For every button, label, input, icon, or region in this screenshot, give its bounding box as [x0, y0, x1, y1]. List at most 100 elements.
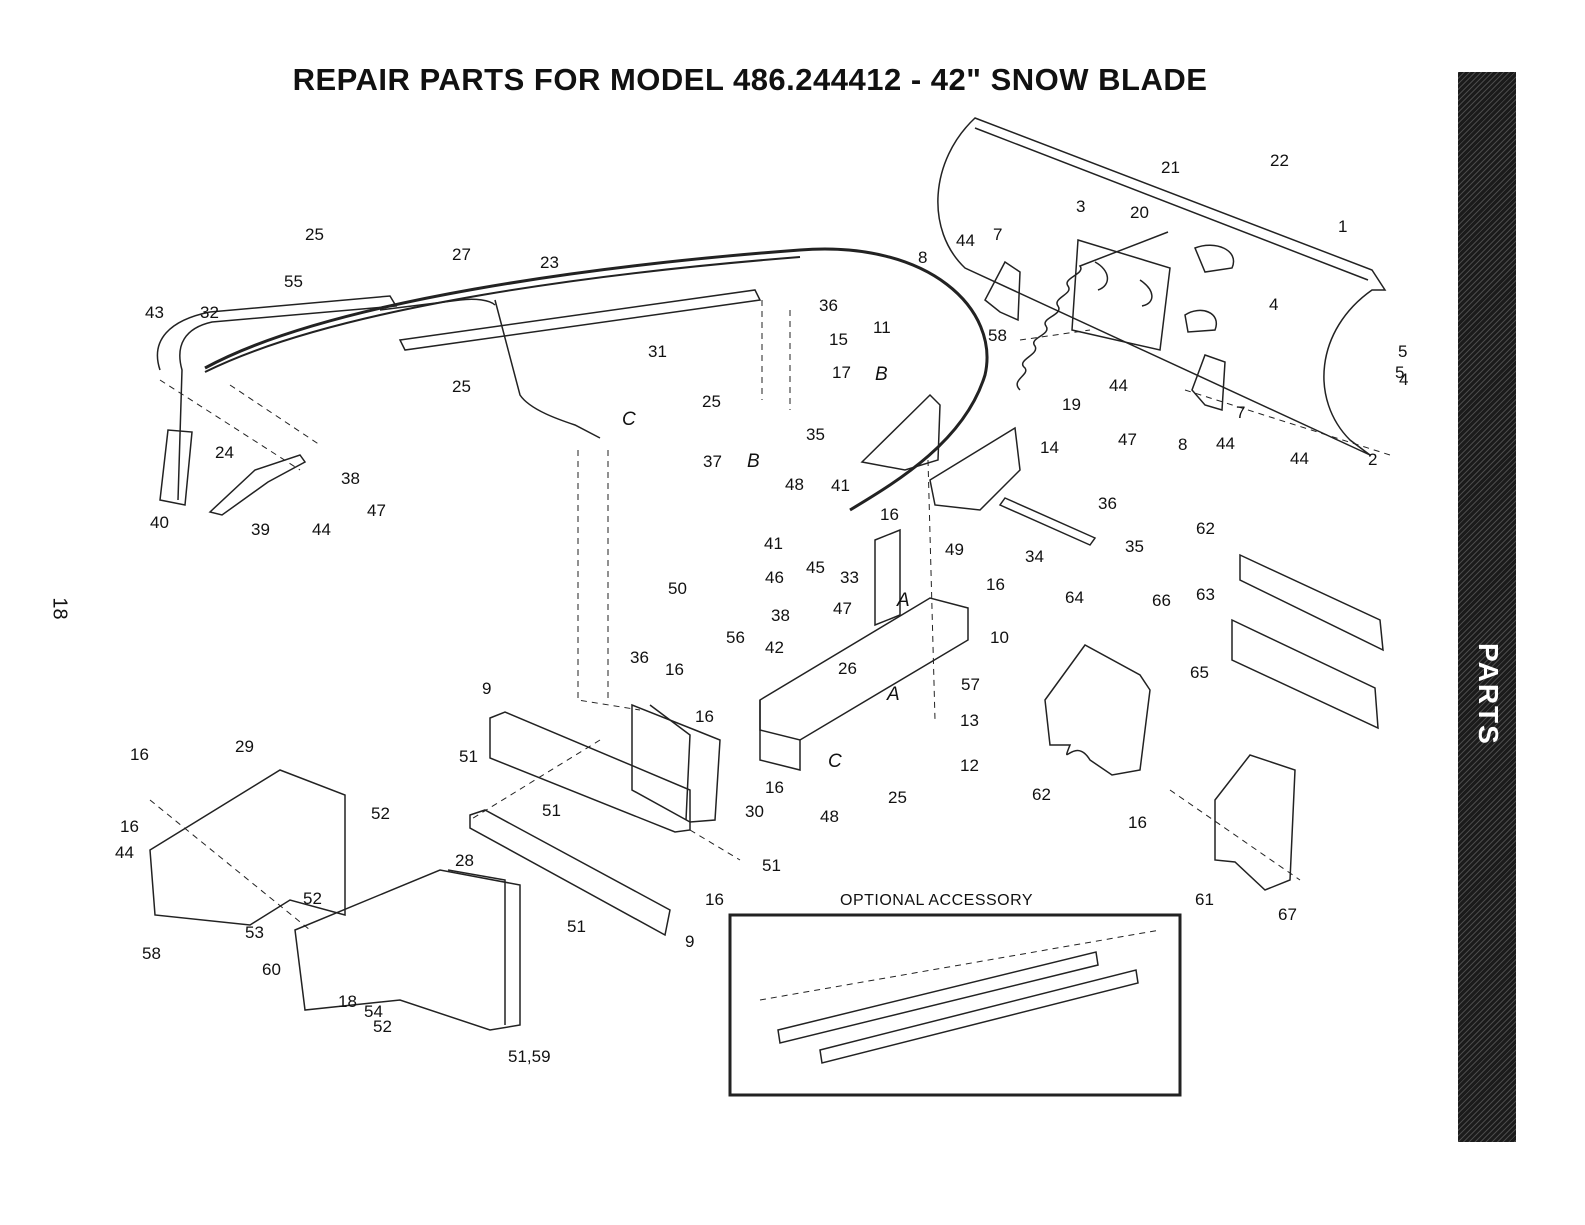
part-callout: 25 — [305, 225, 324, 244]
part-callout: 28 — [455, 851, 474, 870]
spring — [1016, 231, 1169, 391]
part-callout: 63 — [1196, 585, 1215, 604]
part-callout: 12 — [960, 756, 979, 775]
reference-letter: B — [875, 364, 888, 385]
reference-letter: C — [622, 409, 636, 430]
part-callout: 38 — [771, 606, 790, 625]
part-callout: 16 — [130, 745, 149, 764]
part-callout: 21 — [1161, 158, 1180, 177]
part-callout: 43 — [145, 303, 164, 322]
part-callout: 16 — [765, 778, 784, 797]
part-callout: 60 — [262, 960, 281, 979]
part-callout: 58 — [142, 944, 161, 963]
part-callout: 27 — [452, 245, 471, 264]
optional-accessory-title: OPTIONAL ACCESSORY — [840, 892, 1034, 909]
part-callout: 39 — [251, 520, 270, 539]
part-callout: 16 — [665, 660, 684, 679]
part-callout: 35 — [806, 425, 825, 444]
part-callout: 49 — [945, 540, 964, 559]
part-callout: 3 — [1076, 197, 1085, 216]
part-callout: 25 — [702, 392, 721, 411]
part-callout: 50 — [668, 579, 687, 598]
part-callout: 35 — [1125, 537, 1144, 556]
part-callout: 45 — [806, 558, 825, 577]
reference-letter: C — [828, 751, 842, 772]
part-callout: 61 — [1195, 890, 1214, 909]
part-callout: 4 — [1269, 295, 1278, 314]
reference-letter: B — [747, 451, 760, 472]
part-callout: 44 — [1290, 449, 1309, 468]
part-callout: 24 — [215, 443, 234, 462]
part-callout: 16 — [880, 505, 899, 524]
part-callout: 7 — [1236, 403, 1245, 422]
reference-lines — [149, 300, 1391, 1001]
part-callout: 52 — [373, 1017, 392, 1036]
part-callout: 36 — [819, 296, 838, 315]
reference-letter: A — [886, 684, 900, 705]
control-cable — [204, 247, 989, 512]
part-callout: 8 — [1178, 435, 1187, 454]
part-callout: 25 — [888, 788, 907, 807]
part-callout: 40 — [150, 513, 169, 532]
part-callout: 10 — [990, 628, 1009, 647]
part-callout: 51 — [542, 801, 561, 820]
part-callout: 41 — [831, 476, 850, 495]
part-callout: 7 — [993, 225, 1002, 244]
part-callout: 47 — [367, 501, 386, 520]
part-callout: 54 — [364, 1002, 383, 1021]
part-callout: 29 — [235, 737, 254, 756]
part-callout: 34 — [1025, 547, 1044, 566]
part-callout: 38 — [341, 469, 360, 488]
part-callout: 47 — [1118, 430, 1137, 449]
part-callout: 51,59 — [508, 1047, 551, 1066]
reference-letter: A — [896, 590, 910, 611]
part-callout: 62 — [1032, 785, 1051, 804]
part-callout: 16 — [695, 707, 714, 726]
crossbar-upper — [489, 711, 691, 833]
part-callout: 9 — [482, 679, 491, 698]
part-callout: 56 — [726, 628, 745, 647]
part-callout: 51 — [762, 856, 781, 875]
part-callout: 19 — [1062, 395, 1081, 414]
main-frame — [759, 597, 969, 741]
part-callout: 11 — [873, 318, 891, 337]
part-callout: 31 — [648, 342, 667, 361]
part-callout: 17 — [832, 363, 851, 382]
part-outlines — [149, 117, 1387, 1097]
part-callout: 2 — [1368, 450, 1377, 469]
side-tab: PARTS — [1458, 72, 1516, 1142]
part-callout: 37 — [703, 452, 722, 471]
part-callout: 41 — [764, 534, 783, 553]
part-callout: 44 — [115, 843, 134, 862]
part-callout: 16 — [1128, 813, 1147, 832]
part-callout: 46 — [765, 568, 784, 587]
part-callout: 16 — [705, 890, 724, 909]
part-callout: 1 — [1338, 217, 1347, 236]
part-callout: 44 — [956, 231, 975, 250]
part-callout: 33 — [840, 568, 859, 587]
part-callout: 15 — [829, 330, 848, 349]
lift-handle — [156, 295, 398, 501]
part-callout: 52 — [303, 889, 322, 908]
part-callout: 36 — [630, 648, 649, 667]
part-callout: 57 — [961, 675, 980, 694]
part-callout: 64 — [1065, 588, 1084, 607]
cutting-edge-upper — [1239, 553, 1384, 652]
part-callout: 8 — [918, 248, 927, 267]
part-callout: 42 — [765, 638, 784, 657]
part-callout: 4 — [1399, 370, 1408, 389]
part-callout: 5 — [1395, 363, 1404, 382]
callout-layer: 1234455778899101112131415161616161616161… — [115, 151, 1408, 1066]
part-callout: 26 — [838, 659, 857, 678]
part-callout: 52 — [371, 804, 390, 823]
part-callout: 16 — [986, 575, 1005, 594]
part-callout: 16 — [120, 817, 139, 836]
part-callout: 44 — [312, 520, 331, 539]
part-callout: 13 — [960, 711, 979, 730]
part-callout: 51 — [459, 747, 478, 766]
page-title: REPAIR PARTS FOR MODEL 486.244412 - 42" … — [292, 62, 1208, 97]
blade-moldboard — [937, 117, 1387, 456]
part-callout: 53 — [245, 923, 264, 942]
part-callout: 67 — [1278, 905, 1297, 924]
